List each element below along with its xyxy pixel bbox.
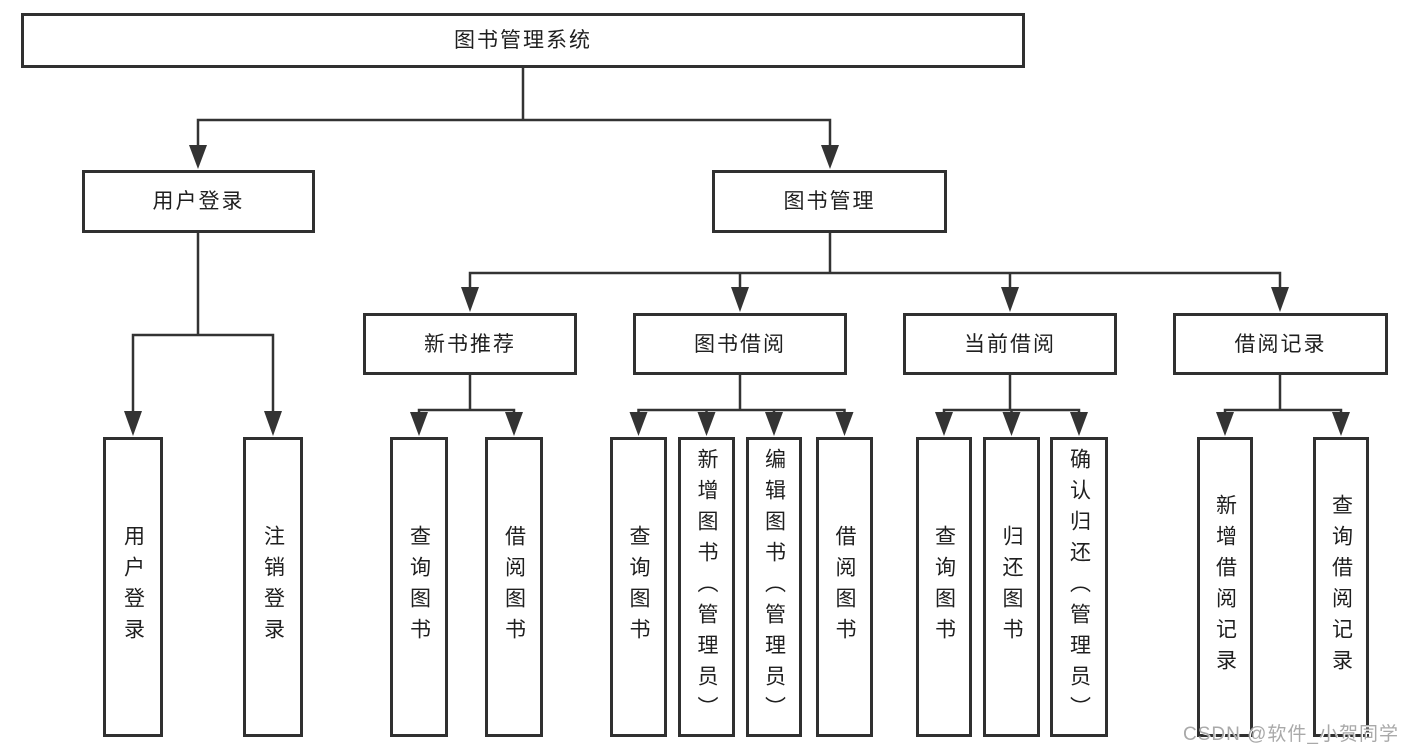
- node-label: 新书推荐: [424, 332, 516, 356]
- leaf-edit-book-admin: 编辑图书（管理员）: [746, 437, 802, 737]
- leaf-label: 用户登录: [121, 525, 145, 649]
- leaf-borrow-book-newrec: 借阅图书: [485, 437, 543, 737]
- edge-new-book-recommend-to-leaves: [417, 375, 516, 414]
- leaf-search-book-borrowing: 查询图书: [610, 437, 667, 737]
- node-label: 当前借阅: [964, 332, 1056, 356]
- arrowhead: [697, 412, 716, 436]
- node-label: 图书借阅: [694, 332, 786, 356]
- arrowhead: [1332, 412, 1350, 436]
- leaf-label: 注销登录: [261, 525, 285, 649]
- leaf-label: 新增图书（管理员）: [695, 447, 718, 727]
- arrowheads: [124, 145, 1350, 436]
- leaf-label: 查询借阅记录: [1329, 494, 1353, 680]
- leaf-label: 借阅图书: [833, 525, 856, 649]
- leaf-logout: 注销登录: [243, 437, 303, 737]
- arrowhead: [505, 412, 523, 436]
- arrowhead: [935, 412, 953, 436]
- node-book-borrowing: 图书借阅: [633, 313, 847, 375]
- node-new-book-recommend: 新书推荐: [363, 313, 577, 375]
- arrowhead: [821, 145, 839, 169]
- node-label: 借阅记录: [1234, 332, 1327, 356]
- edge-borrow-records-to-leaves: [1223, 375, 1343, 414]
- leaf-return-book: 归还图书: [983, 437, 1040, 737]
- arrowhead: [1001, 287, 1019, 312]
- arrowhead: [765, 412, 783, 436]
- arrowhead: [124, 411, 142, 436]
- leaf-label: 编辑图书（管理员）: [762, 447, 786, 727]
- edge-user-login-to-leaves: [131, 233, 275, 414]
- leaf-label: 确认归还（管理员）: [1067, 447, 1091, 727]
- edge-book-borrowing-to-leaves: [637, 375, 846, 414]
- leaf-add-borrow-record: 新增借阅记录: [1197, 437, 1253, 737]
- leaf-borrow-book-borrowing: 借阅图书: [816, 437, 873, 737]
- leaf-label: 归还图书: [1000, 525, 1023, 649]
- arrowhead: [731, 287, 749, 312]
- leaf-label: 借阅图书: [502, 525, 526, 649]
- leaf-user-login: 用户登录: [103, 437, 163, 737]
- node-borrow-records: 借阅记录: [1173, 313, 1388, 375]
- arrowhead: [629, 412, 648, 436]
- arrowhead: [1216, 412, 1234, 436]
- arrowhead: [264, 411, 282, 436]
- node-label: 图书管理系统: [454, 29, 592, 52]
- edge-root-to-level2: [196, 68, 832, 148]
- arrowhead: [189, 145, 207, 169]
- leaf-search-book-current: 查询图书: [916, 437, 972, 737]
- node-book-management: 图书管理: [712, 170, 947, 233]
- arrowhead: [1002, 412, 1021, 436]
- leaf-confirm-return-admin: 确认归还（管理员）: [1050, 437, 1108, 737]
- arrowhead: [410, 412, 428, 436]
- leaf-label: 新增借阅记录: [1213, 494, 1237, 680]
- leaf-label: 查询图书: [407, 525, 431, 649]
- edge-book-management-to-level3: [468, 233, 1282, 290]
- leaf-search-borrow-record: 查询借阅记录: [1313, 437, 1369, 737]
- node-label: 用户登录: [152, 190, 245, 213]
- node-current-borrowing: 当前借阅: [903, 313, 1117, 375]
- leaf-label: 查询图书: [627, 525, 650, 649]
- csdn-watermark: CSDN @软件_小贺同学: [1183, 724, 1399, 745]
- edge-current-borrowing-to-leaves: [942, 375, 1081, 414]
- node-user-login: 用户登录: [82, 170, 315, 233]
- arrowhead: [835, 412, 854, 436]
- node-root-library-management-system: 图书管理系统: [21, 13, 1025, 68]
- arrowhead: [461, 287, 479, 312]
- leaf-label: 查询图书: [932, 525, 956, 649]
- leaf-search-book-newrec: 查询图书: [390, 437, 448, 737]
- node-label: 图书管理: [783, 190, 876, 213]
- arrowhead: [1070, 412, 1088, 436]
- leaf-add-book-admin: 新增图书（管理员）: [678, 437, 735, 737]
- arrowhead: [1271, 287, 1289, 312]
